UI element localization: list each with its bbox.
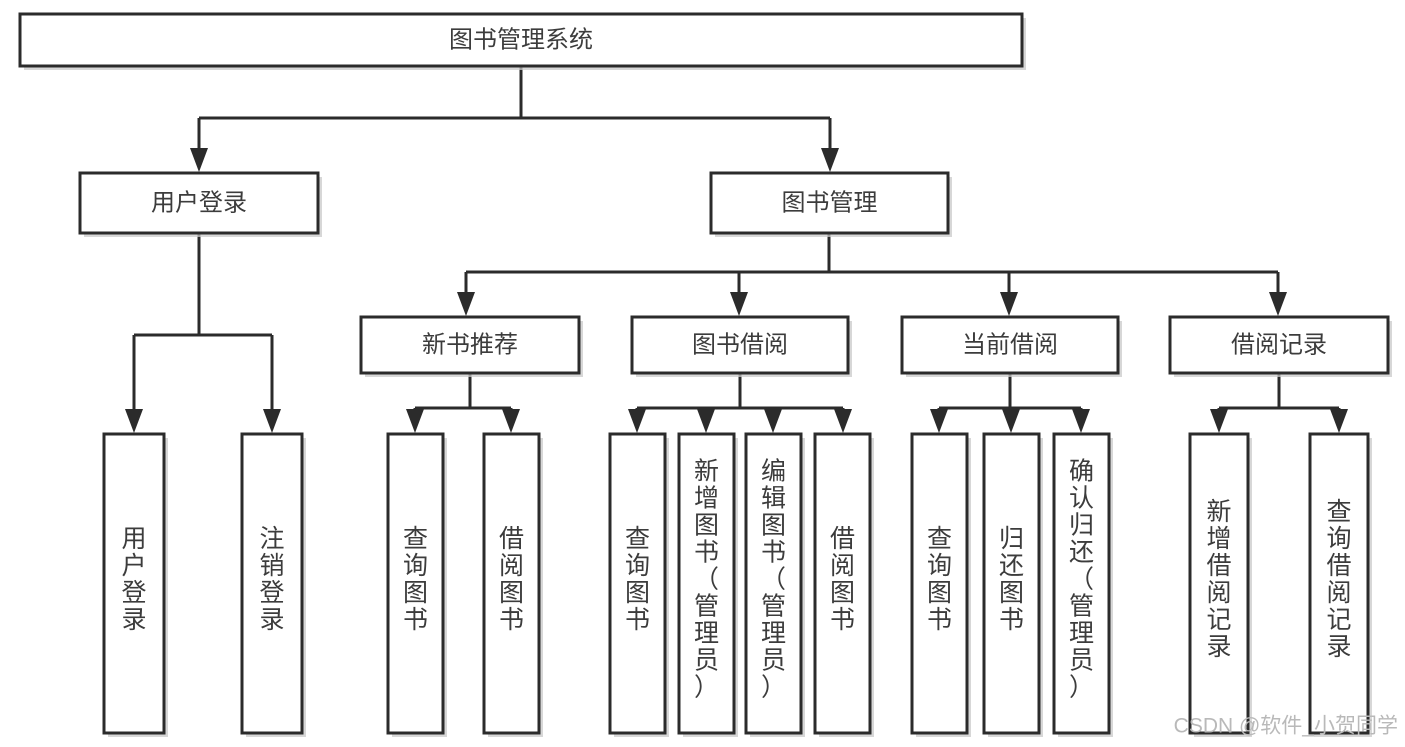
node-label: 新增借阅记录 (1206, 498, 1231, 661)
connector-c-borrow-bus (628, 373, 852, 433)
connector-c-current-bus (930, 373, 1090, 433)
node-root[interactable]: 图书管理系统 (18, 12, 1026, 70)
node-label: 新书推荐 (422, 331, 518, 358)
node-rect[interactable] (78, 171, 320, 235)
node-current-borrow[interactable]: 当前借阅 (900, 315, 1122, 377)
arrow-head-icon (190, 148, 208, 172)
node-rect[interactable] (1168, 315, 1390, 375)
node-rect[interactable] (386, 432, 445, 735)
arrow-head-icon (834, 409, 852, 433)
node-rect[interactable] (630, 315, 850, 375)
node-rect[interactable] (709, 171, 950, 235)
node-rect[interactable] (900, 315, 1120, 375)
arrow-head-icon (1000, 292, 1018, 316)
node-label: 图书管理系统 (449, 26, 593, 53)
node-label: 借阅图书 (830, 525, 855, 634)
connector-c-userlogin-bus (125, 233, 281, 433)
node-rect[interactable] (813, 432, 872, 735)
node-leaf-edit-book-admin[interactable]: 编辑图书（管理员） (744, 432, 805, 737)
arrow-head-icon (1002, 409, 1020, 433)
node-rect[interactable] (1188, 432, 1250, 735)
node-layer: 图书管理系统用户登录图书管理新书推荐图书借阅当前借阅借阅记录用户登录注销登录查询… (18, 12, 1392, 737)
arrow-head-icon (764, 409, 782, 433)
node-rect[interactable] (608, 432, 667, 735)
arrow-head-icon (1210, 409, 1228, 433)
connector-layer (125, 66, 1348, 433)
node-leaf-add-borrow-record[interactable]: 新增借阅记录 (1188, 432, 1252, 737)
node-label: 查询图书 (625, 525, 650, 634)
arrow-head-icon (406, 409, 424, 433)
node-label: 查询图书 (927, 525, 952, 634)
node-borrow-records[interactable]: 借阅记录 (1168, 315, 1392, 377)
arrow-head-icon (1072, 409, 1090, 433)
node-book-borrow[interactable]: 图书借阅 (630, 315, 852, 377)
node-leaf-borrow-books-recommend[interactable]: 借阅图书 (482, 432, 543, 737)
arrow-head-icon (502, 409, 520, 433)
node-leaf-query-books-current[interactable]: 查询图书 (910, 432, 971, 737)
node-label: 借阅记录 (1231, 331, 1327, 358)
node-user-login[interactable]: 用户登录 (78, 171, 322, 237)
node-rect[interactable] (18, 12, 1024, 68)
node-label: 归还图书 (999, 525, 1024, 634)
node-leaf-add-book-admin[interactable]: 新增图书（管理员） (677, 432, 738, 737)
node-leaf-query-books-borrow[interactable]: 查询图书 (608, 432, 669, 737)
node-label: 注销登录 (259, 525, 284, 634)
arrow-head-icon (697, 409, 715, 433)
node-label: 用户登录 (121, 525, 146, 634)
node-label: 确认归还（管理员） (1069, 458, 1094, 702)
connector-c-bookmgmt-bus (457, 233, 1287, 316)
connector-c-root-bus (190, 66, 839, 172)
node-rect[interactable] (744, 432, 803, 735)
node-book-management[interactable]: 图书管理 (709, 171, 952, 237)
arrow-head-icon (457, 292, 475, 316)
arrow-head-icon (1269, 292, 1287, 316)
node-leaf-return-books[interactable]: 归还图书 (982, 432, 1043, 737)
node-leaf-query-borrow-record[interactable]: 查询借阅记录 (1308, 432, 1372, 737)
node-rect[interactable] (982, 432, 1041, 735)
arrow-head-icon (263, 409, 281, 433)
node-label: 编辑图书（管理员） (761, 458, 786, 702)
node-rect[interactable] (1308, 432, 1370, 735)
node-rect[interactable] (102, 432, 166, 735)
node-leaf-logout[interactable]: 注销登录 (240, 432, 306, 737)
node-rect[interactable] (240, 432, 304, 735)
arrow-head-icon (930, 409, 948, 433)
node-new-book-recommend[interactable]: 新书推荐 (359, 315, 583, 377)
node-rect[interactable] (1052, 432, 1111, 735)
arrow-head-icon (821, 148, 839, 172)
node-rect[interactable] (910, 432, 969, 735)
csdn-watermark: CSDN @软件_小贺同学 (1174, 715, 1398, 738)
arrow-head-icon (125, 409, 143, 433)
node-rect[interactable] (482, 432, 541, 735)
node-leaf-query-books-recommend[interactable]: 查询图书 (386, 432, 447, 737)
node-label: 用户登录 (151, 189, 247, 216)
arrow-head-icon (628, 409, 646, 433)
node-label: 查询借阅记录 (1326, 498, 1351, 661)
connector-c-recommend-bus (406, 373, 520, 433)
arrow-head-icon (730, 292, 748, 316)
node-label: 查询图书 (403, 525, 428, 634)
node-label: 新增图书（管理员） (694, 458, 719, 702)
node-label: 图书管理 (782, 189, 878, 216)
node-leaf-confirm-return-admin[interactable]: 确认归还（管理员） (1052, 432, 1113, 737)
arrow-head-icon (1330, 409, 1348, 433)
node-rect[interactable] (359, 315, 581, 375)
node-label: 当前借阅 (962, 331, 1058, 358)
node-rect[interactable] (677, 432, 736, 735)
node-leaf-borrow-books[interactable]: 借阅图书 (813, 432, 874, 737)
connector-c-records-bus (1210, 373, 1348, 433)
node-label: 借阅图书 (499, 525, 524, 634)
node-label: 图书借阅 (692, 331, 788, 358)
node-leaf-user-login[interactable]: 用户登录 (102, 432, 168, 737)
